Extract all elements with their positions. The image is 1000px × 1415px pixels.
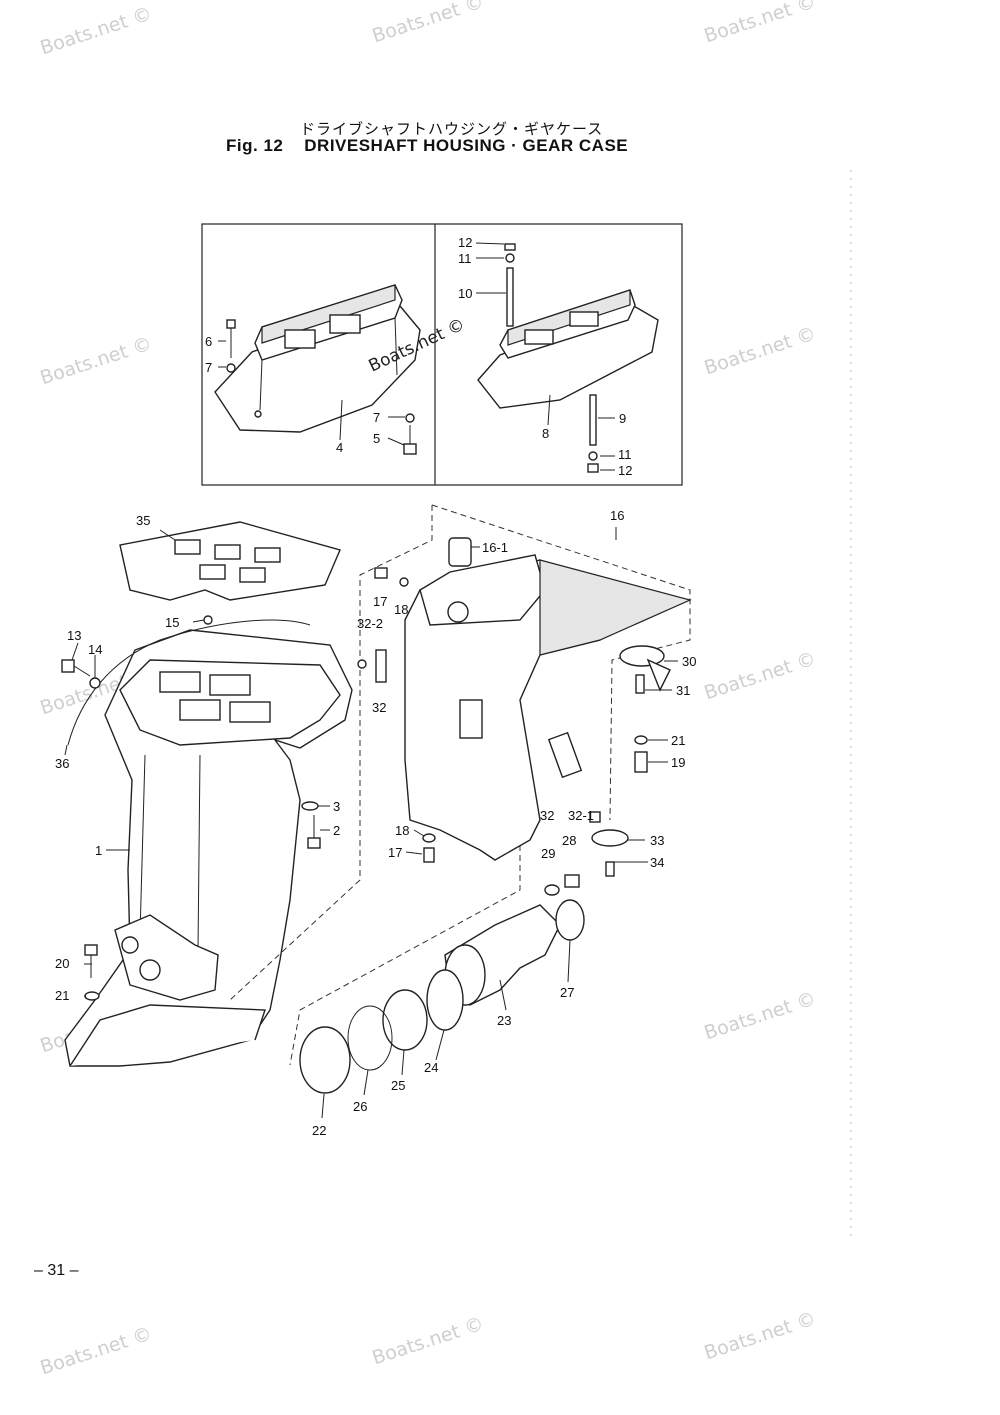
page-number: – 31 –: [34, 1262, 79, 1279]
figure-title: Fig. 12 DRIVESHAFT HOUSING · GEAR CASE: [226, 136, 628, 156]
part-32-grommet: [375, 649, 387, 683]
callout-14: 14: [88, 642, 102, 657]
callout-22: 22: [312, 1123, 326, 1138]
callout-8: 8: [542, 426, 549, 441]
callout-30: 30: [682, 654, 696, 669]
callout-4: 4: [336, 440, 343, 455]
part-32-1-screw: [589, 811, 601, 823]
callout-3: 3: [333, 799, 340, 814]
callout-25: 25: [391, 1078, 405, 1093]
callout-21b: 21: [55, 988, 69, 1003]
callout-7: 7: [205, 360, 212, 375]
callout-35: 35: [136, 513, 150, 528]
callout-16: 16: [610, 508, 624, 523]
callout-11b: 11: [618, 447, 632, 462]
part-18b-washer: [422, 833, 436, 843]
part-22-bearing: [299, 1026, 351, 1094]
callout-12: 12: [458, 235, 472, 250]
part-36-seal: [67, 619, 311, 746]
part-7-washer: [226, 363, 236, 373]
part-17b-screw: [423, 847, 435, 863]
part-14-washer: [89, 677, 101, 689]
callout-34: 34: [650, 855, 664, 870]
part-17-screw: [374, 567, 388, 579]
callout-29: 29: [541, 846, 555, 861]
part-21b-washer: [634, 735, 648, 745]
callout-32-1: 32-1: [568, 808, 594, 823]
leader-lines: [64, 242, 678, 1119]
part-33-trim-tab: [591, 829, 629, 847]
callout-18b: 18: [395, 823, 409, 838]
part-10-stud: [504, 243, 516, 327]
callout-28: 28: [562, 833, 576, 848]
part-6-bolt: [226, 319, 236, 358]
part-26-o-ring: [347, 1005, 393, 1071]
callout-15: 15: [165, 615, 179, 630]
part-32b-grommet: [547, 731, 583, 779]
part-20-bolt: [84, 944, 98, 978]
callout-20: 20: [55, 956, 69, 971]
callout-10: 10: [458, 286, 472, 301]
part-5-bolt: [403, 425, 417, 455]
callout-13: 13: [67, 628, 81, 643]
figure-title-text: DRIVESHAFT HOUSING · GEAR CASE: [304, 136, 629, 155]
part-7b-washer: [405, 413, 415, 423]
part-31-screw: [635, 674, 645, 694]
part-28-bolt: [564, 874, 580, 888]
callout-16-1: 16-1: [482, 540, 508, 555]
gear-case-outline-left: [229, 505, 433, 1001]
part-9-stud: [587, 394, 599, 473]
callout-5: 5: [373, 431, 380, 446]
callout-33: 33: [650, 833, 664, 848]
part-15-grommet: [203, 615, 213, 625]
callout-labels: 12 11 10 6 7 7 5 4 8 9 11 12 35 16 16-1 …: [55, 235, 696, 1138]
callout-1: 1: [95, 843, 102, 858]
callout-36: 36: [55, 756, 69, 771]
part-25-bearing: [382, 989, 428, 1051]
part-32-2-clip: [357, 659, 367, 669]
callout-32: 32: [372, 700, 386, 715]
title-japanese: ドライブシャフトハウジング・ギヤケース: [300, 120, 604, 138]
callout-17b: 17: [388, 845, 402, 860]
part-18-washer: [399, 577, 409, 587]
part-30-anode: [619, 645, 671, 692]
part-34-bolt: [605, 861, 615, 877]
part-13-bolt: [61, 659, 91, 677]
callout-27: 27: [560, 985, 574, 1000]
callout-7b: 7: [373, 410, 380, 425]
part-2-bolt: [307, 815, 321, 849]
callout-32b: 32: [540, 808, 554, 823]
part-1-driveshaft-housing: [64, 629, 353, 1067]
callout-11: 11: [458, 251, 472, 266]
figure-label: Fig. 12: [226, 136, 284, 155]
part-16-1-grommet: [448, 537, 472, 567]
inset-frame: [201, 223, 683, 486]
part-29-washer: [544, 884, 560, 896]
part-3-washer: [301, 801, 319, 811]
callout-21: 21: [671, 733, 685, 748]
callout-2: 2: [333, 823, 340, 838]
callout-26: 26: [353, 1099, 367, 1114]
callout-24: 24: [424, 1060, 438, 1075]
callout-9: 9: [619, 411, 626, 426]
part-16-gear-case: [404, 554, 692, 861]
part-4-housing: [214, 284, 421, 433]
callout-18: 18: [394, 602, 408, 617]
callout-19: 19: [671, 755, 685, 770]
part-21-washer: [84, 991, 100, 1001]
gear-case-outline-inner: [289, 715, 521, 1066]
callout-31: 31: [676, 683, 690, 698]
part-24-bushing: [426, 969, 464, 1031]
part-27-seal: [555, 899, 585, 941]
callout-32-2: 32-2: [357, 616, 383, 631]
callout-23: 23: [497, 1013, 511, 1028]
callout-6: 6: [205, 334, 212, 349]
part-19-screw: [634, 751, 648, 773]
callout-17: 17: [373, 594, 387, 609]
gear-case-outline: [431, 504, 691, 821]
part-35-gasket: [119, 521, 341, 601]
callout-12b: 12: [618, 463, 632, 478]
part-8-housing: [477, 289, 659, 409]
